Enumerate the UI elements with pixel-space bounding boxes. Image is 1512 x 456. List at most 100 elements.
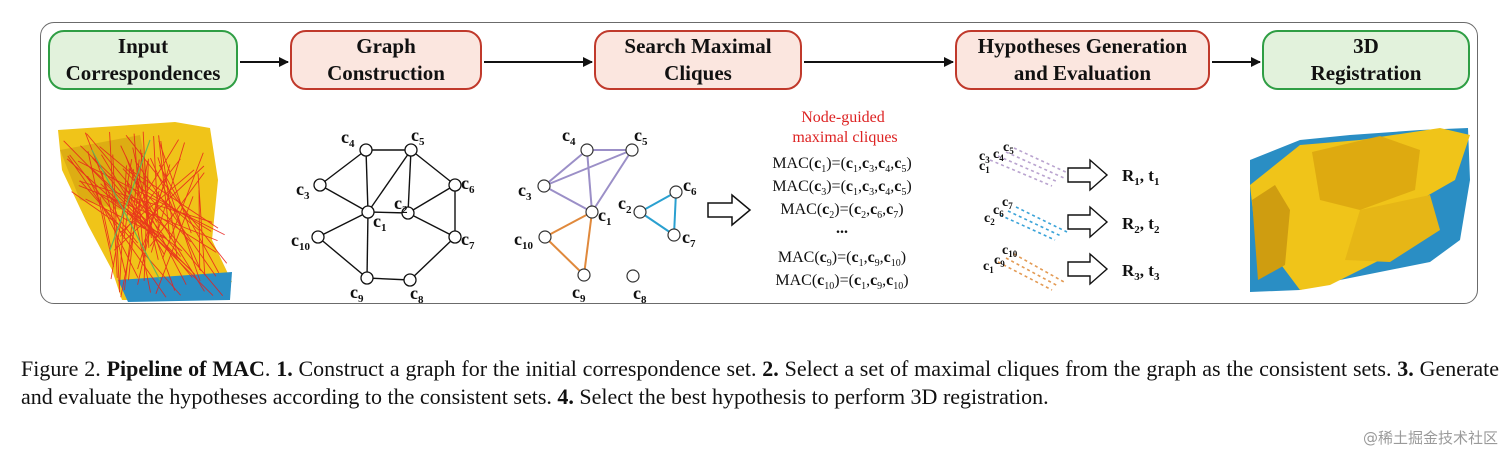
correspondence-line (123, 159, 140, 291)
clique-node-labels: c4 c5 c3 c1 c2 c6 c7 c10 c9 c8 (514, 125, 697, 306)
svg-text:c5: c5 (411, 125, 425, 148)
svg-text:c1: c1 (598, 205, 612, 228)
correspondence-line (109, 131, 118, 278)
graph-node-c8 (403, 273, 417, 287)
svg-text:c2: c2 (984, 211, 995, 227)
svg-text:c7: c7 (1002, 195, 1013, 211)
hollow-arrow-hyp-2 (1067, 205, 1109, 239)
svg-text:c8: c8 (410, 283, 424, 306)
caption-step-4: 4. (557, 384, 574, 409)
correspondence-line (158, 140, 192, 234)
hypothesis-3: c1 c9 c10 R3, t3 (983, 243, 1160, 291)
correspondence-line (79, 180, 181, 296)
svg-text:c6: c6 (461, 173, 475, 196)
correspondence-line (67, 155, 167, 298)
caption-prefix: Figure 2. (21, 356, 107, 381)
correspondence-line (77, 160, 225, 236)
svg-text:c3: c3 (518, 180, 532, 203)
correspondence-line (119, 169, 195, 234)
correspondence-line (89, 166, 149, 223)
stage-input-correspondences: Input Correspondences (48, 30, 238, 90)
clique-node-c4 (580, 143, 594, 157)
graph-node-c4 (359, 143, 373, 157)
graph-node-c6 (448, 178, 462, 192)
mac-list: MAC(c1)=(c1,c3,c4,c5) MAC(c3)=(c1,c3,c4,… (772, 155, 911, 292)
caption-step-2-text: Select a set of maximal cliques from the… (778, 356, 1398, 381)
correspondence-line (112, 154, 121, 293)
correspondence-line (137, 164, 171, 270)
correspondence-line (129, 139, 179, 221)
svg-text:c2: c2 (394, 193, 408, 216)
hypothesis-1: c1 c3 c4 c5 R1, t1 (979, 140, 1159, 192)
correspondence-line (142, 131, 150, 248)
caption-step-1-text: Construct a graph for the initial corres… (292, 356, 763, 381)
svg-text:c9: c9 (350, 282, 364, 305)
svg-text:c4: c4 (993, 147, 1004, 163)
graph-node-c9 (360, 271, 374, 285)
svg-text:c4: c4 (341, 127, 355, 150)
correspondence-line (128, 168, 219, 229)
svg-text:c6: c6 (993, 203, 1004, 219)
mac-line-c9: MAC(c9)=(c1,c9,c10) (778, 249, 906, 269)
svg-text:c7: c7 (461, 229, 475, 252)
clique-nodes (537, 143, 683, 283)
correspondence-line (141, 199, 187, 285)
svg-text:c9: c9 (572, 282, 586, 305)
mac-line-c3: MAC(c3)=(c1,c3,c4,c5) (772, 178, 911, 198)
svg-text:c10: c10 (1002, 243, 1018, 259)
svg-text:c10: c10 (291, 230, 311, 253)
graph-node-c5 (404, 143, 418, 157)
graph-node-c3 (313, 178, 327, 192)
result-r3-t3: R3, t3 (1122, 261, 1160, 283)
svg-text:c9: c9 (994, 253, 1005, 269)
hollow-arrow-cliques (707, 193, 752, 227)
svg-text:c2: c2 (618, 193, 632, 216)
clique-node-c3 (537, 179, 551, 193)
correspondence-line (78, 180, 213, 223)
correspondence-line (105, 193, 183, 252)
caption-step-1: 1. (276, 356, 293, 381)
stage-3d-registration: 3D Registration (1262, 30, 1470, 90)
caption-sep: . (264, 356, 277, 381)
result-r1-t1: R1, t1 (1122, 166, 1159, 188)
correspondence-line (120, 145, 158, 223)
clique-node-c1 (585, 205, 599, 219)
svg-text:c1: c1 (979, 159, 990, 175)
correspondence-line (198, 190, 201, 270)
caption-step-3-text: Generate and evaluate the hypotheses acc… (21, 356, 1499, 409)
clique-node-c8 (626, 269, 640, 283)
correspondence-line (91, 157, 193, 278)
correspondence-line (140, 149, 152, 239)
hollow-arrow-hyp-3 (1067, 252, 1109, 286)
correspondence-line (137, 190, 160, 285)
svg-text:c5: c5 (634, 125, 648, 148)
graph-node-c2 (401, 206, 415, 220)
svg-text:c4: c4 (562, 125, 576, 148)
svg-text:c1: c1 (373, 211, 387, 234)
stage-hypotheses-generation: Hypotheses Generation and Evaluation (955, 30, 1210, 90)
correspondence-line (155, 196, 194, 294)
svg-text:c6: c6 (683, 175, 697, 198)
correspondence-line (125, 135, 228, 264)
clique-node-c5 (625, 143, 639, 157)
graph-node-c7 (448, 230, 462, 244)
mac-line-c2: MAC(c2)=(c2,c6,c7) (780, 201, 903, 221)
node-guided-label: Node-guided maximal cliques (792, 109, 897, 146)
correspondence-line (157, 157, 201, 282)
hypothesis-2: c2 c6 c7 R2, t2 (984, 195, 1160, 241)
correspondence-line (118, 165, 127, 289)
correspondence-line (133, 133, 144, 259)
correspondence-line (101, 170, 127, 276)
clique-node-c10 (538, 230, 552, 244)
svg-text:c5: c5 (1003, 140, 1014, 156)
correspondence-line (127, 181, 151, 293)
clique-node-c7 (667, 228, 681, 242)
caption-step-4-text: Select the best hypothesis to perform 3D… (573, 384, 1049, 409)
correspondence-line (153, 136, 159, 229)
svg-text:c3: c3 (296, 179, 310, 202)
svg-text:c1: c1 (983, 259, 994, 275)
mac-line-ellipsis: ... (836, 220, 848, 237)
stage-search-maximal-cliques: Search Maximal Cliques (594, 30, 802, 90)
correspondence-line (87, 151, 114, 267)
input-correspondences-cloud (58, 122, 232, 302)
